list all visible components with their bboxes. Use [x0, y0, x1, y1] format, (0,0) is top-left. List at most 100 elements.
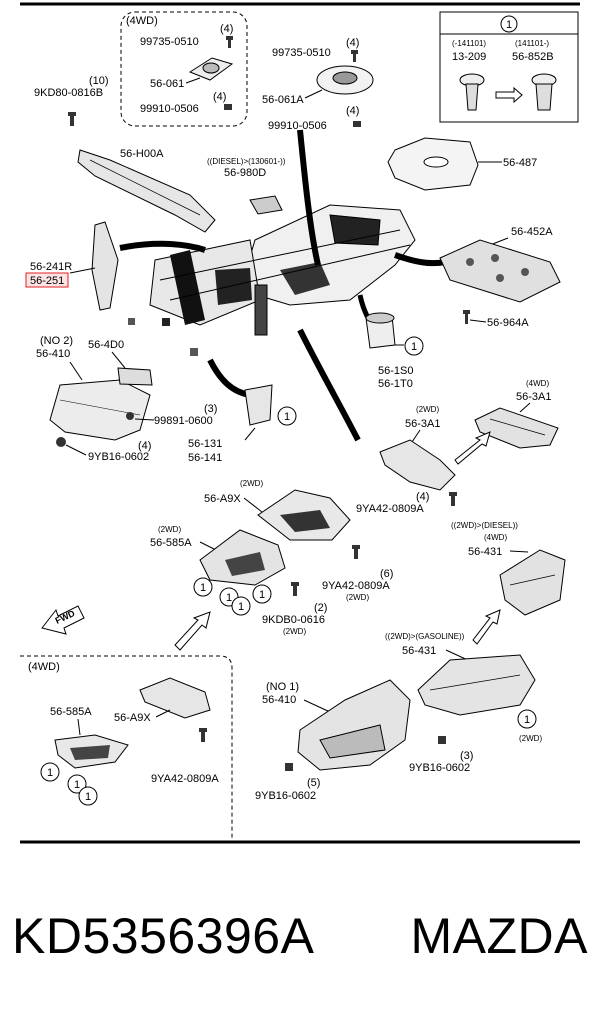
part-56-452a-hole-1: [466, 258, 474, 266]
callout-circle-4wd-1: 1: [40, 762, 60, 782]
label-2wd-d: (2WD): [346, 593, 369, 602]
svg-text:1: 1: [47, 767, 53, 779]
label-4wd-b: (4WD): [526, 379, 549, 388]
nut-9yb16-c: [285, 763, 293, 771]
part-56-452a: [439, 239, 561, 303]
label-diesel-top: ((DIESEL)>(130601-)): [207, 157, 286, 166]
part-56-452a-hole-4: [521, 268, 529, 276]
leader-56-4d0: [111, 351, 126, 369]
label-56-410-a: 56-410: [36, 348, 70, 360]
label-qty-3a: (3): [204, 403, 217, 415]
label-4wd-top: (4WD): [126, 15, 158, 27]
part-56-431-gasoline-detail: [429, 674, 521, 691]
4wd-group-box: [120, 11, 248, 127]
label-56-131: 56-131: [188, 438, 222, 450]
label-56-3a1-a: 56-3A1: [516, 391, 551, 403]
label-56-3a1-b: 56-3A1: [405, 418, 440, 430]
nut-99891: [126, 412, 134, 420]
label-56-431-b: 56-431: [402, 645, 436, 657]
label-56-980d: 56-980D: [224, 167, 266, 179]
bolt-left-a: [128, 318, 135, 325]
leader-56-131: [244, 427, 256, 441]
leader-56-3a1-a: [519, 402, 531, 413]
part-56-131: [244, 384, 273, 426]
label-56-452a: 56-452A: [511, 226, 553, 238]
label-4wd-d: (4WD): [28, 661, 60, 673]
label-99910-a: 99910-0506: [140, 103, 199, 115]
part-56-3a1-4wd-detail: [489, 418, 546, 436]
part-number: KD5356396A: [12, 908, 315, 964]
label-9ya42-c: 9YA42-0809A: [151, 773, 219, 785]
arrow-431: [472, 609, 501, 645]
label-56-487: 56-487: [503, 157, 537, 169]
label-56-1s0: 56-1S0: [378, 365, 413, 377]
svg-text:1: 1: [524, 714, 530, 726]
callout-circle-585a-3: 1: [252, 584, 272, 604]
part-56-410-no2: [49, 379, 151, 441]
label-99735-a: 99735-0510: [140, 36, 199, 48]
label-2wd-c: (2WD): [158, 525, 181, 534]
leader-thick-3: [394, 252, 446, 267]
clip-56-852b: [531, 73, 557, 111]
leader-56-241r: [69, 267, 96, 274]
legend-part-56-852b: 56-852B: [512, 51, 554, 63]
label-99735-b: 99735-0510: [272, 47, 331, 59]
label-qty-2: (2): [314, 602, 327, 614]
label-qty-4e: (4): [138, 440, 151, 452]
label-9ya42-a: 9YA42-0809A: [356, 503, 424, 515]
label-4wd-c: (4WD): [484, 533, 507, 542]
leader-9yb16-a: [65, 444, 87, 456]
svg-text:1: 1: [411, 341, 417, 353]
svg-text:1: 1: [506, 19, 512, 31]
leader-56-061a: [304, 89, 323, 99]
label-no-1: (NO 1): [266, 681, 299, 693]
label-2wd-a: (2WD): [416, 405, 439, 414]
highlight-56-251: [25, 272, 69, 288]
fwd-arrow-icon: FWD: [41, 605, 85, 635]
label-56-h00a: 56-H00A: [120, 148, 164, 160]
svg-text:1: 1: [259, 589, 265, 601]
mount-56-061a-center: [332, 71, 358, 85]
part-56-410-no1: [297, 679, 411, 771]
brand-name: MAZDA: [410, 908, 588, 964]
arrow-3a1: [454, 431, 491, 465]
subframe-main: [149, 204, 416, 336]
svg-text:1: 1: [200, 582, 206, 594]
bolt-left-b: [162, 318, 170, 326]
legend-part-13-209: 13-209: [452, 51, 486, 63]
label-9kd80: 9KD80-0816B: [34, 87, 103, 99]
part-56-452a-hole-2: [491, 254, 499, 262]
part-56-h00a: [77, 149, 216, 233]
leader-56-a9x-a: [243, 497, 263, 513]
part-56-431-diesel-detail: [509, 574, 556, 586]
part-56-585a-2wd-detail: [225, 552, 265, 576]
label-qty-10: (10): [89, 75, 109, 87]
label-no-2: (NO 2): [40, 335, 73, 347]
part-56-980d: [249, 195, 283, 215]
leader-56-585a-b: [77, 718, 81, 736]
label-99891: 99891-0600: [154, 415, 213, 427]
label-9ya42-b: 9YA42-0809A: [322, 580, 390, 592]
callout-circle-131: 1: [277, 406, 297, 426]
nut-99910-b: [353, 121, 361, 127]
label-56-585a-b: 56-585A: [50, 706, 92, 718]
callout-circle-585a-1: 1: [193, 577, 213, 597]
label-56-431-a: 56-431: [468, 546, 502, 558]
part-56-487-hole: [423, 156, 449, 168]
bolt-left-c: [190, 348, 198, 356]
legend-callout-circle: 1: [500, 15, 518, 33]
bolt-9kd80: [68, 112, 76, 126]
leader-56-061: [185, 77, 201, 84]
label-diesel-2wd: ((2WD)>(DIESEL)): [451, 521, 518, 530]
bolt-9ya42-a: [449, 492, 457, 506]
label-qty-5: (5): [307, 777, 320, 789]
label-9kdb0: 9KDB0-0616: [262, 614, 325, 626]
label-gasoline: ((2WD)>(GASOLINE)): [385, 632, 465, 641]
label-56-061: 56-061: [150, 78, 184, 90]
leader-thick-5: [207, 358, 251, 398]
nut-99910-a: [224, 104, 232, 110]
label-qty-4a: (4): [220, 23, 233, 35]
leader-56-410-a: [69, 361, 83, 381]
leader-56-964a: [469, 319, 487, 323]
